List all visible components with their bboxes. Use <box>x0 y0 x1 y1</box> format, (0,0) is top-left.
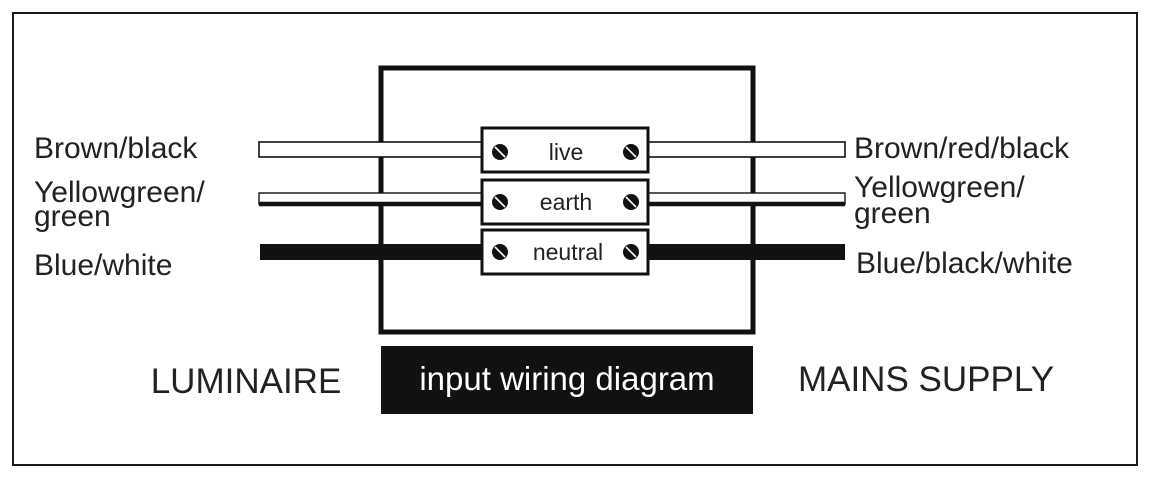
luminaire-earth-wire-label-line1: Yellowgreen/ <box>34 176 205 209</box>
screw-earth-left <box>492 194 508 210</box>
terminal-neutral-label: neutral <box>533 239 603 265</box>
luminaire-neutral-wire-label: Blue/white <box>34 249 172 282</box>
terminal-earth <box>480 178 650 226</box>
caption-box <box>381 346 753 414</box>
screw-live-left <box>492 144 508 160</box>
caption-text: input wiring diagram <box>419 360 714 397</box>
screw-live-right <box>623 144 639 160</box>
terminal-live-label: live <box>549 139 584 165</box>
terminal-live <box>480 126 650 174</box>
mains-live-wire-label: Brown/red/black <box>854 132 1070 165</box>
luminaire-heading: LUMINAIRE <box>151 362 342 401</box>
mains-live-wire <box>647 141 846 158</box>
mains-neutral-wire <box>648 244 845 260</box>
screw-neutral-left <box>492 244 508 260</box>
screw-earth-right <box>623 194 639 210</box>
luminaire-neutral-wire <box>260 244 482 260</box>
luminaire-live-wire-label: Brown/black <box>34 132 198 165</box>
terminal-neutral <box>480 228 650 276</box>
mains-neutral-wire-label: Blue/black/white <box>856 247 1073 280</box>
luminaire-live-wire <box>258 141 483 158</box>
screw-neutral-right <box>623 244 639 260</box>
luminaire-earth-wire-label-line2: green <box>34 200 111 233</box>
terminal-earth-label: earth <box>540 189 592 215</box>
mains-supply-heading: MAINS SUPPLY <box>798 360 1054 399</box>
mains-earth-wire-label-line1: Yellowgreen/ <box>854 171 1025 204</box>
mains-earth-wire-label-line2: green <box>854 197 931 230</box>
